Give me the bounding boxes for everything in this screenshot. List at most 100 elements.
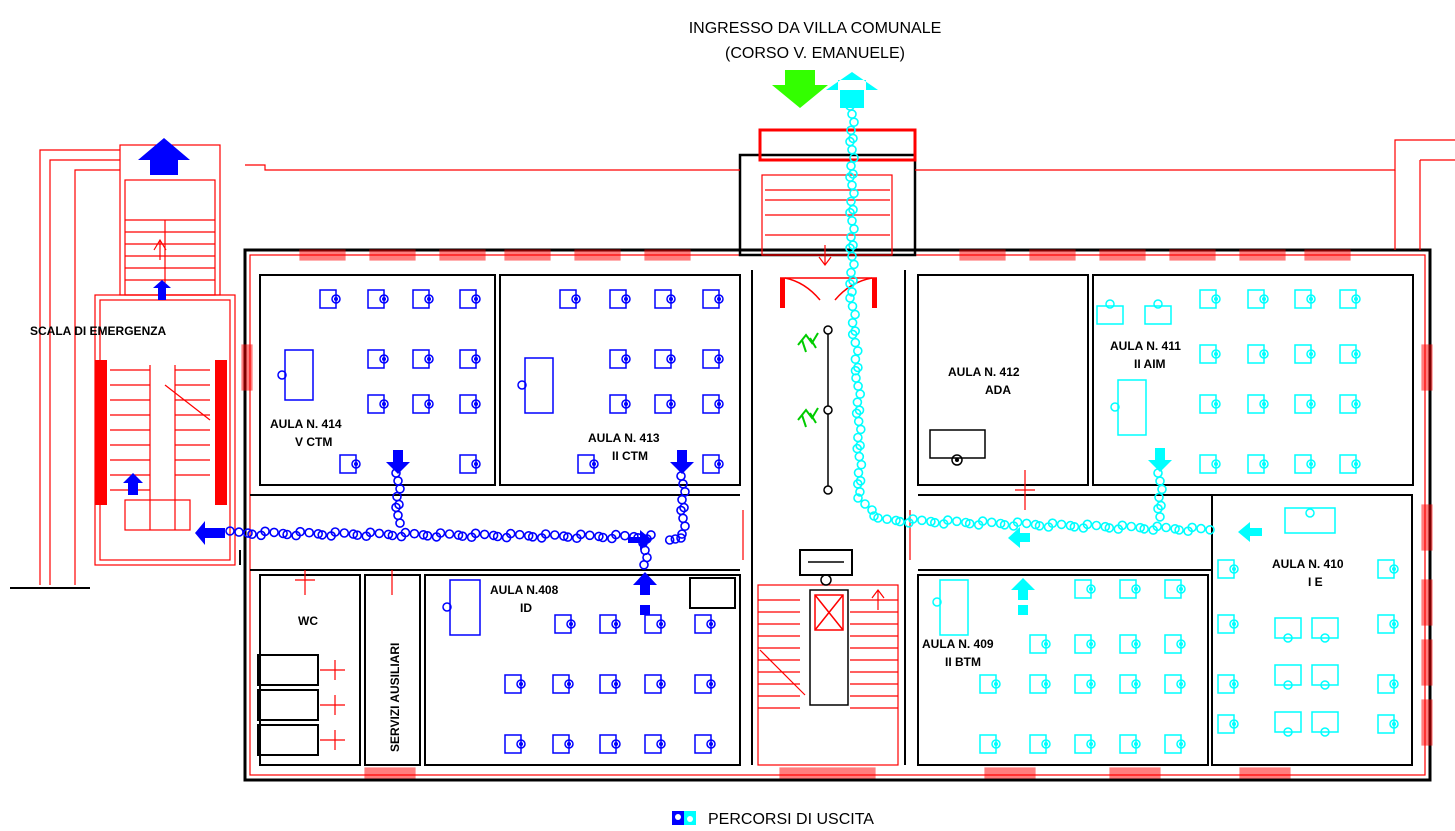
student-desk: [694, 734, 716, 754]
student-desk: [1377, 614, 1399, 634]
room-410-class: I E: [1308, 575, 1323, 589]
student-desk: [1339, 454, 1361, 474]
exit-route-east: [845, 101, 1215, 537]
main-exit-arrow-icon: [826, 72, 878, 90]
student-desk: [1199, 454, 1221, 474]
student-desk: [1311, 664, 1339, 690]
student-desk: [1294, 289, 1316, 309]
room-412-number: AULA N. 412: [948, 365, 1020, 379]
entrance-arrow-icon: [772, 70, 828, 108]
exit-arrows: [123, 70, 1262, 615]
room-409-number: AULA N. 409: [922, 637, 994, 651]
room-408-number: AULA N.408: [490, 583, 559, 597]
student-desk: [459, 289, 481, 309]
student-desk: [1119, 674, 1141, 694]
student-desk: [1164, 579, 1186, 599]
student-desk: [1217, 559, 1239, 579]
emergency-exit-arrow-icon: [138, 138, 190, 175]
student-desk: [367, 349, 389, 369]
teacher-desks: [277, 349, 1336, 636]
student-desk: [1339, 394, 1361, 414]
room-408-class: ID: [520, 601, 532, 615]
student-desk: [1377, 674, 1399, 694]
room-409-class: II BTM: [945, 655, 981, 669]
student-desk: [1247, 394, 1269, 414]
student-desk: [1377, 559, 1399, 579]
student-desk: [504, 734, 526, 754]
student-desk: [599, 734, 621, 754]
student-desk: [412, 394, 434, 414]
student-desk: [1074, 674, 1096, 694]
student-desk: [1029, 734, 1051, 754]
student-desk: [559, 289, 581, 309]
student-desk: [459, 394, 481, 414]
hydrant-line: [823, 325, 833, 495]
student-desk: [319, 289, 341, 309]
student-desk: [1074, 634, 1096, 654]
student-desk: [1294, 344, 1316, 364]
room-411-number: AULA N. 411: [1110, 339, 1181, 353]
room-412-class: ADA: [985, 383, 1011, 397]
student-desk: [1029, 674, 1051, 694]
student-desk: [552, 674, 574, 694]
student-desk: [504, 674, 526, 694]
student-desk: [1377, 714, 1399, 734]
student-desk: [1274, 711, 1302, 737]
student-desk: [367, 394, 389, 414]
student-desk: [1119, 579, 1141, 599]
student-desk: [412, 289, 434, 309]
student-desk: [1164, 734, 1186, 754]
student-desk: [654, 289, 676, 309]
legend-exit-routes: PERCORSI DI USCITA: [708, 811, 874, 828]
student-desk: [339, 454, 361, 474]
student-desk: [644, 674, 666, 694]
room-413-number: AULA N. 413: [588, 431, 660, 445]
student-desk: [1119, 734, 1141, 754]
student-desk: [702, 349, 724, 369]
room-411-class: II AIM: [1134, 357, 1166, 371]
extinguisher-icon: [797, 332, 819, 428]
student-desk: [1164, 674, 1186, 694]
student-desk: [459, 349, 481, 369]
building-walls: [241, 128, 1455, 782]
room-414-class: V CTM: [295, 435, 332, 449]
student-desk: [1074, 734, 1096, 754]
student-desk: [654, 394, 676, 414]
services-label: SERVIZI AUSILIARI: [388, 643, 402, 752]
room-413-class: II CTM: [612, 449, 648, 463]
student-desk: [609, 394, 631, 414]
student-desk: [1199, 289, 1221, 309]
emergency-stair-label: SCALA DI EMERGENZA: [30, 324, 167, 338]
student-desk: [1199, 344, 1221, 364]
student-desk: [702, 454, 724, 474]
student-desk: [577, 454, 599, 474]
student-desk: [702, 289, 724, 309]
student-desk: [554, 614, 576, 634]
student-desk: [1247, 289, 1269, 309]
student-desk: [1144, 299, 1172, 325]
student-desk: [599, 614, 621, 634]
tower-stair: [765, 189, 890, 266]
student-desk: [654, 349, 676, 369]
student-desk: [599, 674, 621, 694]
student-desk: [1119, 634, 1141, 654]
student-desk: [1311, 711, 1339, 737]
student-desk: [644, 614, 666, 634]
student-desk: [1294, 454, 1316, 474]
student-desk: [1199, 394, 1221, 414]
desks-east: [979, 289, 1399, 754]
student-desk: [1339, 289, 1361, 309]
entrance-title: INGRESSO DA VILLA COMUNALE: [689, 20, 942, 37]
room-partitions: [250, 270, 1414, 766]
student-desk: [1164, 634, 1186, 654]
student-desk: [1217, 614, 1239, 634]
student-desk: [1294, 394, 1316, 414]
people-group-icon: [672, 811, 696, 825]
entrance-doors: [780, 277, 877, 308]
exit-route-west: [225, 468, 690, 570]
student-desk: [694, 674, 716, 694]
student-desk: [979, 674, 1001, 694]
student-desk: [1074, 579, 1096, 599]
student-desk: [1217, 674, 1239, 694]
student-desk: [1096, 299, 1124, 325]
